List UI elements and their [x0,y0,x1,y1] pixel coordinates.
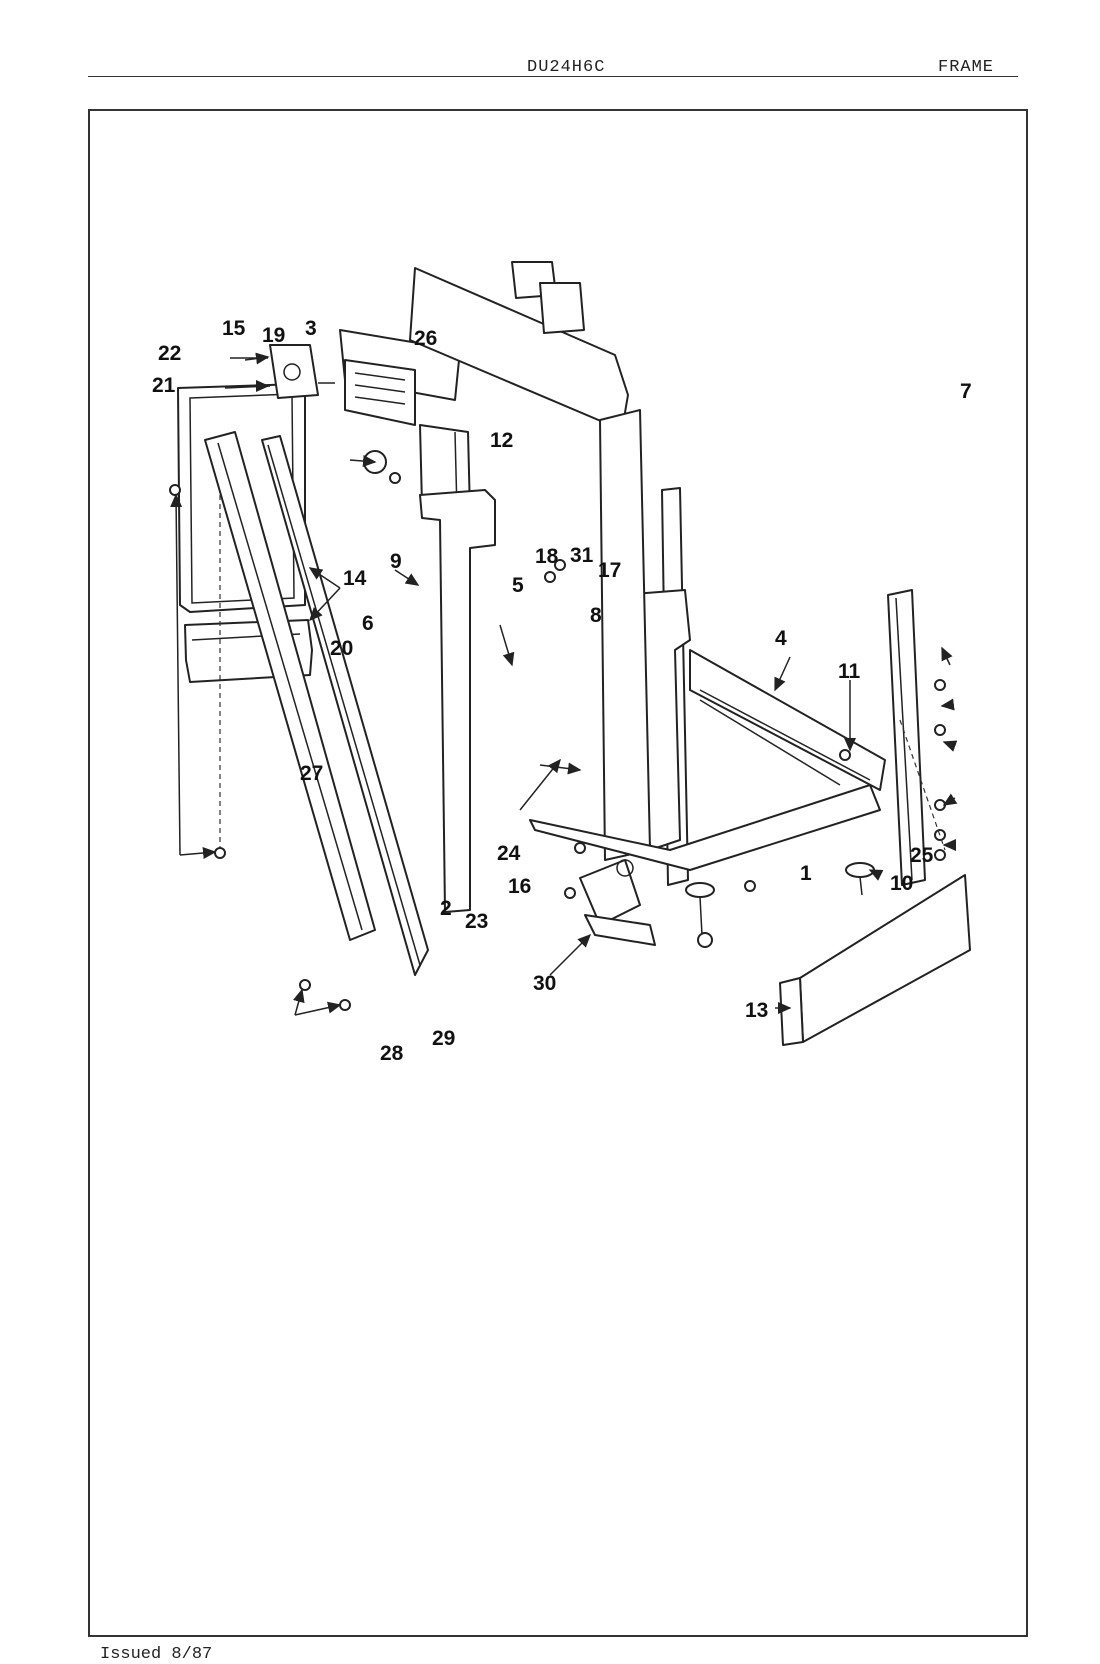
callout-10: 10 [890,872,913,895]
callout-24: 24 [497,842,521,865]
leveling-foot-part [685,862,875,948]
callout-20: 20 [330,637,353,660]
callout-7: 7 [960,380,972,403]
callout-5: 5 [512,574,524,597]
callout-3: 3 [305,317,317,340]
issue-date: Issued 8/87 [100,1645,213,1664]
callout-11: 11 [838,660,861,683]
alignment-line [899,719,946,851]
callout-29: 29 [432,1027,455,1050]
callout-23: 23 [465,910,488,933]
callout-19: 19 [262,324,285,347]
section-title: FRAME [938,58,995,77]
kickplate-part [779,874,971,1046]
callout-22: 22 [158,342,181,365]
callout-16: 16 [508,875,531,898]
exploded-parts-diagram: 1 2 3 4 5 6 7 8 9 10 11 12 13 14 15 16 1… [152,261,972,1065]
callout-21: 21 [152,374,176,397]
callout-15: 15 [222,317,246,340]
callout-13: 13 [745,999,768,1022]
callout-25: 25 [910,844,934,867]
mount-bracket-part [579,859,656,946]
callout-30: 30 [533,972,556,995]
callout-26: 26 [414,327,437,350]
leader-lines [170,352,958,1016]
callout-17: 17 [598,559,621,582]
callout-27: 27 [300,762,323,785]
callout-1: 1 [800,862,812,885]
frame-assembly-part [409,267,886,913]
callout-6: 6 [362,612,374,635]
callout-14: 14 [343,567,367,590]
callout-4: 4 [775,627,787,650]
callout-31: 31 [570,544,594,567]
callout-28: 28 [380,1042,404,1065]
callout-9: 9 [390,550,402,573]
lower-rail-left-part [204,431,376,941]
callout-2: 2 [440,897,452,920]
header-rule [88,76,1018,77]
callout-12: 12 [490,429,513,452]
callout-18: 18 [535,545,559,568]
callout-8: 8 [590,604,602,627]
lower-rail-right-part [261,435,429,976]
model-number: DU24H6C [527,58,606,77]
callout-labels: 1 2 3 4 5 6 7 8 9 10 11 12 13 14 15 16 1… [152,317,972,1065]
relay-block-part [511,261,585,334]
